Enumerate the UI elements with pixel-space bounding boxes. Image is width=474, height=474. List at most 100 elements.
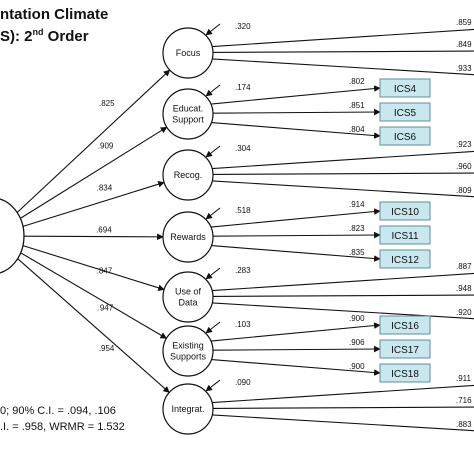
indicator-label: ICS10 — [391, 207, 419, 218]
factor-circle — [162, 149, 214, 201]
second-order-path — [20, 252, 168, 339]
indicator-label: ICS11 — [391, 231, 418, 242]
indicator-path — [212, 108, 381, 116]
offpage-path — [212, 294, 474, 297]
offpage-path — [212, 150, 474, 170]
indicator-path — [212, 231, 381, 239]
indicator-label: ICS12 — [391, 255, 419, 266]
fit-statistics-line-2: .I. = .958, WRMR = 1.532 — [0, 421, 125, 433]
residual-value: .518 — [235, 206, 251, 215]
factor-circle — [162, 271, 214, 323]
diagram-title-line-1: ntation Climate — [0, 6, 109, 23]
indicator-box — [379, 126, 431, 146]
indicator-label: ICS5 — [394, 108, 417, 119]
indicator-loading: .900 — [349, 362, 365, 371]
offpage-loading: .923 — [456, 140, 472, 149]
factor-label: Existing — [172, 341, 204, 351]
indicator-loading: .851 — [349, 101, 365, 110]
title-line-2-start: S): 2 — [0, 28, 33, 45]
second-order-loading: .909 — [98, 142, 114, 151]
offpage-loading: .716 — [456, 396, 472, 405]
factor-label: Recog. — [174, 170, 203, 180]
indicator-loading: .914 — [349, 200, 365, 209]
title-line-2-end: Order — [43, 28, 89, 45]
second-order-path — [17, 258, 170, 393]
offpage-path — [212, 272, 474, 292]
indicator-path — [211, 122, 381, 139]
indicator-loading: .802 — [349, 77, 365, 86]
indicator-path — [212, 345, 381, 353]
indicator-loading: .906 — [349, 338, 365, 347]
second-order-loading: .947 — [98, 303, 114, 312]
offpage-loading: .960 — [456, 162, 472, 171]
factor-circle — [162, 383, 214, 435]
residual-value: .174 — [235, 83, 251, 92]
offpage-path — [212, 172, 474, 175]
indicator-box — [379, 78, 431, 98]
indicator-label: ICS4 — [394, 84, 417, 95]
offpage-path — [212, 28, 474, 48]
offpage-loading: .887 — [456, 262, 472, 271]
second-order-factor — [0, 198, 25, 274]
factor-circle — [162, 27, 214, 79]
indicator-path — [210, 208, 381, 228]
factor-circle — [162, 325, 214, 377]
diagram-title-line-2: S): 2nd Order — [0, 27, 89, 45]
offpage-loading: .920 — [456, 308, 472, 317]
offpage-path — [212, 50, 474, 53]
fit-statistics-line-1: 0; 90% C.I. = .094, .106 — [0, 405, 116, 417]
factor-label: Support — [172, 115, 204, 125]
factor-label: Educat. — [173, 104, 204, 114]
indicator-box — [379, 102, 431, 122]
offpage-loading: .883 — [456, 420, 472, 429]
factor-label: Focus — [176, 48, 201, 58]
residual-value: .320 — [235, 22, 251, 31]
indicator-loading: .835 — [349, 248, 365, 257]
indicator-box — [379, 339, 431, 359]
factor-label: Data — [178, 298, 197, 308]
offpage-path — [212, 406, 474, 409]
residual-arrow — [205, 379, 221, 392]
offpage-loading: .849 — [456, 40, 472, 49]
indicator-box — [379, 363, 431, 383]
indicator-path — [210, 85, 381, 105]
offpage-path — [212, 302, 474, 320]
indicator-label: ICS6 — [394, 132, 417, 143]
second-order-path — [22, 181, 165, 227]
offpage-path — [212, 180, 474, 198]
offpage-path — [212, 58, 474, 76]
offpage-path — [212, 384, 474, 404]
indicator-box — [379, 201, 431, 221]
title-superscript: nd — [32, 27, 44, 37]
indicator-label: ICS16 — [391, 321, 419, 332]
residual-arrow — [205, 23, 221, 36]
factor-label: Rewards — [170, 232, 206, 242]
indicator-loading: .900 — [349, 314, 365, 323]
second-order-path — [23, 233, 164, 241]
residual-value: .090 — [235, 378, 251, 387]
second-order-path — [16, 69, 171, 213]
indicator-label: ICS18 — [391, 369, 419, 380]
indicator-label: ICS17 — [391, 345, 419, 356]
second-order-loading: .847 — [97, 266, 113, 275]
residual-arrow — [205, 145, 221, 158]
residual-arrow — [205, 321, 221, 334]
offpage-loading: .859 — [456, 18, 472, 27]
indicator-path — [211, 245, 381, 262]
factor-label: Integrat. — [171, 404, 204, 414]
residual-arrow — [205, 267, 221, 280]
second-order-path — [20, 126, 168, 219]
second-order-loading: .694 — [96, 226, 112, 235]
indicator-path — [211, 359, 381, 376]
residual-arrow — [205, 207, 221, 220]
residual-value: .304 — [235, 144, 251, 153]
second-order-loading: .825 — [99, 99, 115, 108]
indicator-box — [379, 249, 431, 269]
offpage-loading: .948 — [456, 284, 472, 293]
residual-value: .103 — [235, 320, 251, 329]
residual-arrow — [205, 84, 221, 97]
second-order-loading: .954 — [99, 344, 115, 353]
second-order-loading: .834 — [97, 184, 113, 193]
indicator-loading: .823 — [349, 224, 365, 233]
